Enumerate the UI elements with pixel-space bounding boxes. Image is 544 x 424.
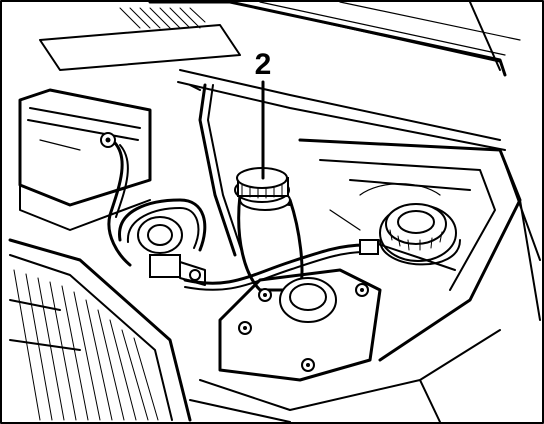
hood-edge [148, 0, 521, 151]
brake-fluid-reservoir [234, 167, 304, 292]
sensor-housing [137, 216, 206, 286]
callout-2-label: 2 [255, 48, 272, 81]
brake-line [183, 239, 456, 291]
right-inner-fender [298, 138, 541, 362]
battery-terminal [100, 132, 132, 267]
strut-tower [218, 268, 382, 382]
coolant-hose [118, 198, 207, 252]
lower-bay [189, 329, 501, 423]
cowl-grille-hatching [39, 7, 241, 71]
brace-rod [189, 83, 244, 257]
battery-cover [18, 88, 152, 231]
callout-2-group: 2 [255, 48, 272, 180]
coolant-reservoir-cap [379, 203, 461, 266]
radiator-grille [8, 238, 192, 422]
